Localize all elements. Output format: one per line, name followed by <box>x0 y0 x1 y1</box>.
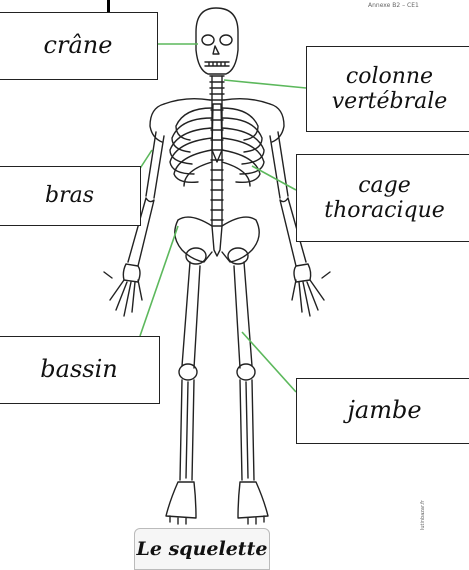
nasal-cavity <box>213 46 219 54</box>
label-bras-text: bras <box>45 183 94 208</box>
label-crane-text: crâne <box>44 32 113 60</box>
label-colonne-line1: colonne <box>346 64 433 89</box>
label-crane: crâne <box>0 12 158 80</box>
left-hand <box>104 264 142 316</box>
label-jambe-text: jambe <box>347 397 421 425</box>
teeth <box>205 62 229 66</box>
page-title-text: Le squelette <box>137 538 268 560</box>
right-clavicle <box>224 99 270 104</box>
label-cage-thoracique: cage thoracique <box>296 154 469 242</box>
left-femur <box>182 262 200 368</box>
sacrum <box>212 226 222 256</box>
side-credit: lutinbazar.fr <box>420 500 428 530</box>
right-tibia <box>240 380 254 480</box>
label-cage-line1: cage <box>358 173 411 198</box>
leader-line-colonne <box>224 80 306 88</box>
left-clavicle <box>164 99 210 104</box>
leader-line-jambe <box>242 332 296 392</box>
label-jambe: jambe <box>296 378 469 444</box>
left-knee <box>179 364 197 380</box>
label-colonne-vertebrale-text: colonne vertébrale <box>332 64 448 115</box>
label-colonne-vertebrale: colonne vertébrale <box>306 46 469 132</box>
right-eye-socket <box>220 35 232 45</box>
sternum <box>212 104 222 162</box>
right-hand <box>292 264 330 316</box>
label-bassin: bassin <box>0 336 160 404</box>
leader-line-cage <box>252 166 296 190</box>
left-shoulder <box>150 104 164 142</box>
label-cage-line2: thoracique <box>324 198 445 223</box>
right-foot <box>238 482 268 524</box>
left-tibia <box>180 380 194 480</box>
left-foot <box>166 482 196 524</box>
right-femur <box>234 262 252 368</box>
label-cage-thoracique-text: cage thoracique <box>324 173 445 224</box>
page-title: Le squelette <box>134 528 270 570</box>
leader-line-bassin <box>140 226 178 336</box>
right-shoulder <box>270 104 284 142</box>
right-knee <box>237 364 255 380</box>
label-colonne-line2: vertébrale <box>332 89 448 114</box>
left-eye-socket <box>202 35 214 45</box>
label-bras: bras <box>0 166 141 226</box>
label-bassin-text: bassin <box>40 356 117 384</box>
